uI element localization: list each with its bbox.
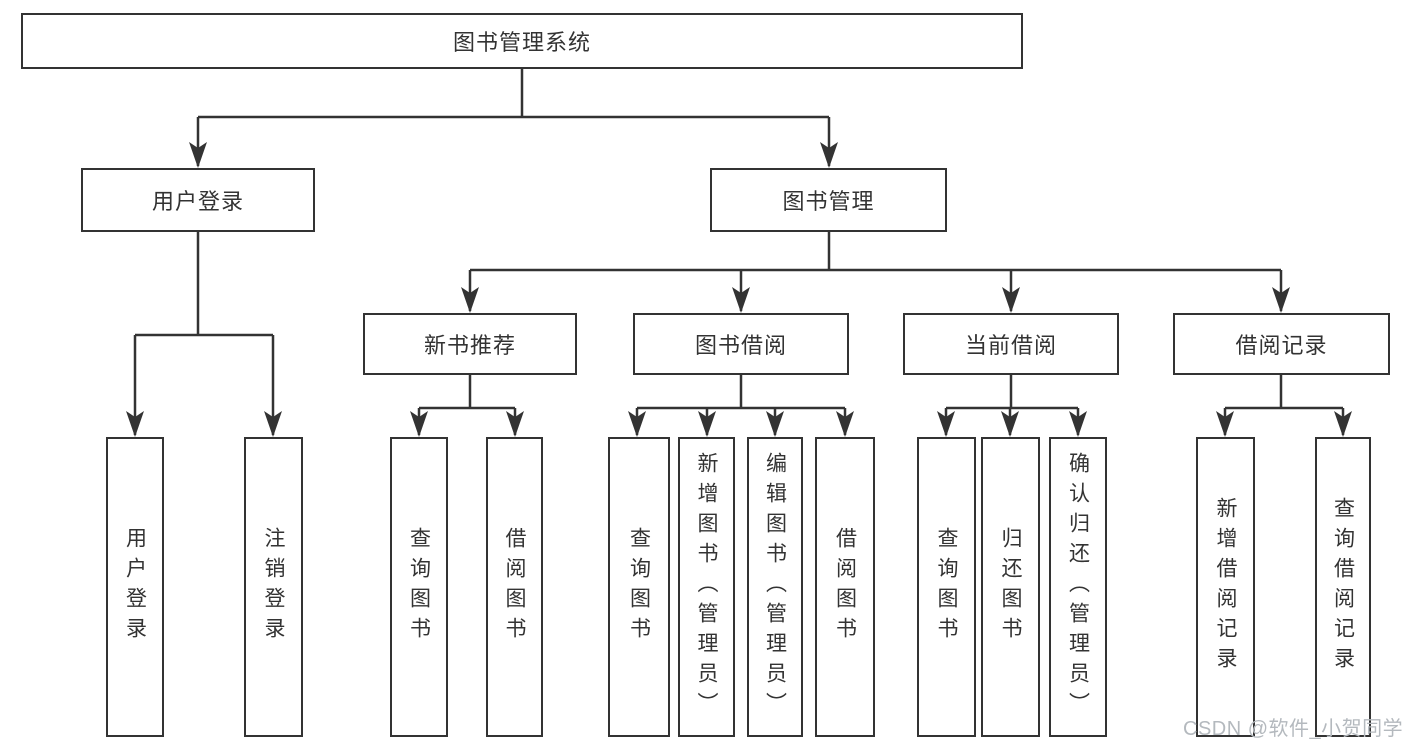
leaf-add-borrow-record: 新增借阅记录 (1196, 437, 1255, 737)
watermark-text: CSDN @软件_小贺同学 (1183, 718, 1404, 740)
leaf-query-borrow-record: 查询借阅记录 (1315, 437, 1371, 737)
leaf-confirm-return-admin: 确认归还（管理员） (1049, 437, 1107, 737)
node-book-management: 图书管理 (710, 168, 947, 232)
leaf-borrow-books-recommend: 借阅图书 (486, 437, 543, 737)
leaf-return-book: 归还图书 (981, 437, 1040, 737)
node-borrow-records: 借阅记录 (1173, 313, 1390, 375)
leaf-add-book-admin: 新增图书（管理员） (678, 437, 735, 737)
leaf-borrow-books: 借阅图书 (815, 437, 875, 737)
leaf-user-login: 用户登录 (106, 437, 164, 737)
leaf-query-books-recommend: 查询图书 (390, 437, 448, 737)
node-book-borrow: 图书借阅 (633, 313, 849, 375)
leaf-query-books-borrow: 查询图书 (608, 437, 670, 737)
node-current-borrow: 当前借阅 (903, 313, 1119, 375)
node-root-system: 图书管理系统 (21, 13, 1023, 69)
leaf-edit-book-admin: 编辑图书（管理员） (747, 437, 803, 737)
node-new-book-recommend: 新书推荐 (363, 313, 577, 375)
leaf-logout: 注销登录 (244, 437, 303, 737)
arrowhead-icons (126, 142, 1352, 437)
node-user-login: 用户登录 (81, 168, 315, 232)
leaf-query-books-current: 查询图书 (917, 437, 976, 737)
